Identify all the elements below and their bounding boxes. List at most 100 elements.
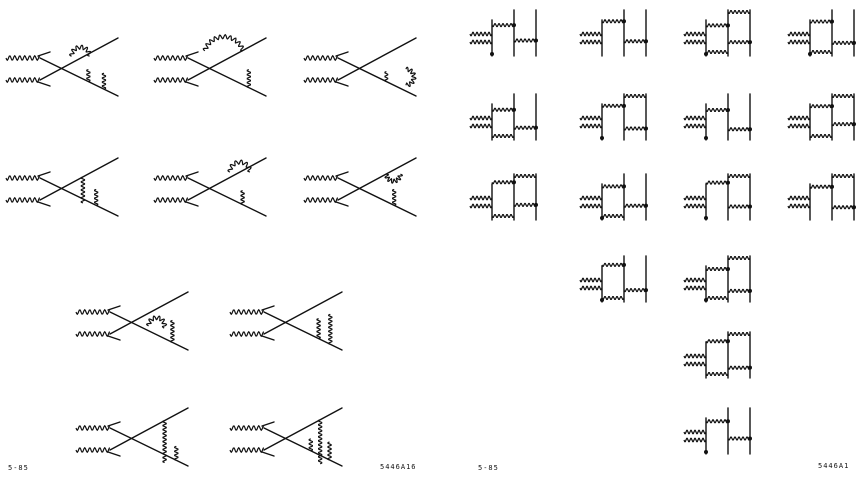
fermion-line	[38, 52, 50, 56]
photon-loop	[147, 316, 167, 328]
fermion-line	[108, 306, 120, 310]
photon-line	[728, 437, 750, 440]
vertex-diagram-6	[304, 158, 416, 216]
photon-line	[706, 109, 728, 112]
photon-line	[728, 333, 750, 336]
incoming-photon	[154, 198, 188, 202]
box-diagram-9	[470, 174, 538, 220]
photon-line	[241, 191, 244, 205]
fermion-line	[108, 452, 120, 456]
photon-line	[832, 206, 854, 209]
incoming-photon	[76, 426, 110, 430]
incoming-photon	[684, 196, 706, 199]
vertex-diagram-3	[304, 38, 416, 96]
vertex-dot	[644, 204, 648, 208]
vertex-dot	[704, 298, 708, 302]
incoming-photon	[788, 32, 810, 35]
fermion-line	[188, 178, 266, 216]
incoming-photon	[230, 448, 264, 452]
photon-line	[706, 268, 728, 271]
vertex-diagram-2	[154, 35, 266, 96]
photon-line	[624, 127, 646, 130]
vertex-dot	[512, 108, 516, 112]
photon-line	[81, 177, 84, 203]
incoming-photon	[580, 204, 602, 207]
vertex-dot	[534, 126, 538, 130]
box-diagram-10	[580, 174, 648, 220]
photon-line	[624, 289, 646, 292]
photon-line	[832, 95, 854, 98]
vertex-dot	[512, 23, 516, 27]
vertex-diagram-8	[230, 292, 342, 350]
fermion-line	[38, 172, 50, 176]
photon-line	[832, 175, 854, 178]
vertex-dot	[644, 39, 648, 43]
right-date-label: 5-85	[478, 464, 499, 472]
incoming-photon	[154, 56, 188, 60]
box-diagram-1	[470, 10, 538, 56]
incoming-photon	[788, 40, 810, 43]
photon-line	[602, 264, 624, 267]
box-diagram-13	[580, 256, 648, 302]
incoming-photon	[580, 32, 602, 35]
incoming-photon	[580, 40, 602, 43]
incoming-photon	[684, 40, 706, 43]
fermion-line	[186, 52, 198, 56]
fermion-line	[40, 158, 118, 200]
fermion-line	[336, 52, 348, 56]
photon-line	[810, 20, 832, 23]
photon-line	[728, 366, 750, 369]
photon-line	[514, 204, 536, 207]
vertex-dot	[704, 136, 708, 140]
vertex-dot	[534, 38, 538, 42]
vertex-dot	[748, 436, 752, 440]
photon-line	[602, 105, 624, 108]
incoming-photon	[580, 196, 602, 199]
incoming-photon	[154, 176, 188, 180]
photon-line	[706, 297, 728, 300]
photon-line	[247, 70, 250, 88]
incoming-photon	[684, 354, 706, 357]
photon-line	[832, 42, 854, 45]
fermion-line	[264, 428, 342, 466]
incoming-photon	[684, 430, 706, 433]
incoming-photon	[580, 278, 602, 281]
incoming-photon	[788, 124, 810, 127]
incoming-photon	[684, 204, 706, 207]
incoming-photon	[684, 116, 706, 119]
incoming-photon	[6, 56, 40, 60]
fermion-line	[338, 178, 416, 216]
incoming-photon	[788, 196, 810, 199]
incoming-photon	[684, 278, 706, 281]
photon-line	[810, 51, 832, 54]
vertex-dot	[748, 40, 752, 44]
incoming-photon	[76, 310, 110, 314]
photon-line	[309, 439, 312, 451]
fermion-line	[110, 292, 188, 334]
vertex-dot	[830, 185, 834, 189]
incoming-photon	[470, 204, 492, 207]
incoming-photon	[304, 56, 338, 60]
photon-line	[624, 95, 646, 98]
incoming-photon	[6, 198, 40, 202]
incoming-photon	[304, 176, 338, 180]
vertex-dot	[830, 20, 834, 24]
incoming-photon	[304, 78, 338, 82]
photon-line	[492, 24, 514, 27]
photon-line	[728, 205, 750, 208]
vertex-dot	[726, 181, 730, 185]
vertex-dot	[512, 180, 516, 184]
photon-line	[95, 189, 98, 205]
photon-line	[706, 51, 728, 54]
fermion-line	[40, 38, 118, 80]
vertex-dot	[600, 216, 604, 220]
photon-line	[171, 320, 174, 342]
fermion-line	[338, 38, 416, 80]
vertex-dot	[534, 203, 538, 207]
photon-line	[602, 297, 624, 300]
fermion-line	[108, 336, 120, 340]
vertex-dot	[808, 52, 812, 56]
incoming-photon	[470, 124, 492, 127]
photon-line	[163, 421, 166, 463]
